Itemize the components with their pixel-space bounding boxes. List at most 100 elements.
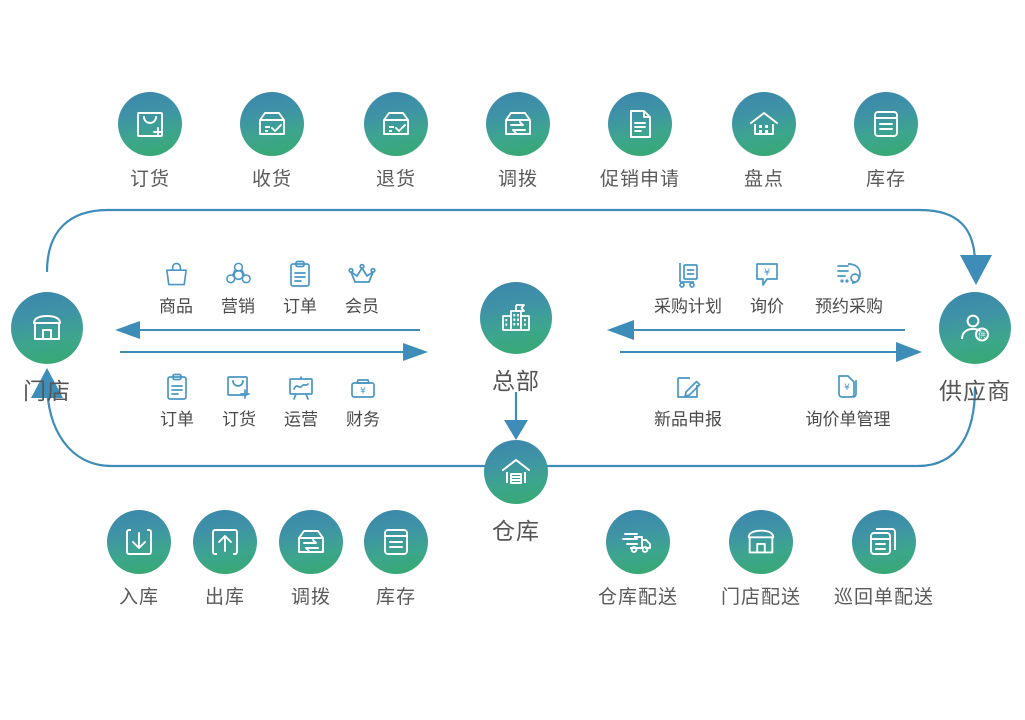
inventory-list-icon — [854, 92, 918, 156]
arrowhead-to-supplier — [960, 255, 992, 285]
truck-icon — [606, 510, 670, 574]
left-upper-item-3[interactable]: 会员 — [307, 256, 417, 317]
node-bottom-right-label-1: 门店配送 — [720, 587, 801, 608]
node-warehouse-label: 仓库 — [492, 518, 540, 544]
node-bottom-left-label-3: 库存 — [375, 587, 416, 608]
box-check-icon — [240, 92, 304, 156]
node-headquarters-label: 总部 — [492, 368, 540, 394]
box-check-icon — [364, 92, 428, 156]
warehouse-count-icon — [732, 92, 796, 156]
marketing-group-icon — [224, 256, 253, 288]
clipboard-icon — [165, 369, 189, 401]
chart-board-icon — [287, 369, 315, 401]
node-bottom-right-label-2: 巡回单配送 — [833, 587, 934, 608]
node-top-label-0: 订货 — [129, 169, 170, 190]
left-upper-arrowhead — [115, 321, 140, 339]
warehouse-icon — [484, 440, 548, 504]
left-lower-label-0: 订单 — [160, 410, 194, 429]
left-lower-label-3: 财务 — [346, 410, 380, 429]
right-upper-item-0[interactable]: 采购计划 — [633, 256, 743, 317]
office-building-icon — [480, 282, 552, 354]
node-headquarters[interactable]: 总部 — [456, 282, 576, 396]
node-bottom-right-2[interactable]: 巡回单配送 — [824, 510, 944, 609]
right-upper-label-0: 采购计划 — [654, 297, 722, 316]
node-top-3[interactable]: 调拨 — [458, 92, 578, 191]
node-supplier[interactable]: 供 供应商 — [915, 292, 1025, 406]
node-top-0[interactable]: 订货 — [90, 92, 210, 191]
price-inquiry-icon: ¥ — [754, 256, 780, 288]
right-lower-item-0[interactable]: 新品申报 — [633, 369, 743, 430]
left-upper-item-0[interactable]: 商品 — [121, 256, 231, 317]
crown-icon — [347, 256, 377, 288]
node-warehouse[interactable]: 仓库 — [456, 440, 576, 546]
node-bottom-left-label-2: 调拨 — [290, 587, 331, 608]
right-upper-arrowhead — [607, 320, 634, 340]
box-transfer-icon — [279, 510, 343, 574]
node-top-label-2: 退货 — [375, 169, 416, 190]
left-upper-label-0: 商品 — [159, 297, 193, 316]
node-bottom-left-label-0: 入库 — [118, 587, 159, 608]
node-top-4[interactable]: 促销申请 — [580, 92, 700, 191]
left-lower-item-2[interactable]: 运营 — [246, 369, 356, 430]
node-bottom-left-3[interactable]: 库存 — [336, 510, 456, 609]
shopping-bag-icon — [163, 256, 190, 288]
node-bottom-left-0[interactable]: 入库 — [79, 510, 199, 609]
svg-text:¥: ¥ — [764, 268, 770, 279]
right-upper-label-2: 预约采购 — [815, 297, 883, 316]
left-upper-item-1[interactable]: 营销 — [183, 256, 293, 317]
left-lower-arrowhead — [403, 343, 428, 361]
finance-case-icon: ¥ — [349, 369, 377, 401]
right-lower-item-1[interactable]: ¥ 询价单管理 — [793, 369, 903, 430]
node-top-label-1: 收货 — [251, 169, 292, 190]
node-top-5[interactable]: 盘点 — [704, 92, 824, 191]
right-lower-label-0: 新品申报 — [654, 410, 722, 429]
node-top-label-5: 盘点 — [743, 169, 784, 190]
svg-text:¥: ¥ — [844, 383, 850, 393]
right-upper-item-2[interactable]: 预约采购 — [794, 256, 904, 317]
node-bottom-left-label-1: 出库 — [204, 587, 245, 608]
node-top-label-4: 促销申请 — [599, 169, 680, 190]
left-upper-label-2: 订单 — [283, 297, 317, 316]
document-icon — [608, 92, 672, 156]
clipboard-icon — [288, 256, 312, 288]
node-bottom-right-1[interactable]: 门店配送 — [701, 510, 821, 609]
node-store-label: 门店 — [23, 378, 71, 404]
left-lower-item-0[interactable]: 订单 — [122, 369, 232, 430]
node-top-6[interactable]: 库存 — [826, 92, 946, 191]
left-lower-item-1[interactable]: 订货 — [184, 369, 294, 430]
arrow-down-box-icon — [107, 510, 171, 574]
storefront-icon — [11, 292, 83, 364]
node-bottom-left-2[interactable]: 调拨 — [251, 510, 371, 609]
node-top-label-6: 库存 — [865, 169, 906, 190]
quotation-sheet-icon: ¥ — [834, 369, 862, 401]
node-supplier-label: 供应商 — [939, 378, 1011, 404]
node-top-2[interactable]: 退货 — [336, 92, 456, 191]
node-bottom-right-label-0: 仓库配送 — [597, 587, 678, 608]
left-upper-label-1: 营销 — [221, 297, 255, 316]
node-top-1[interactable]: 收货 — [212, 92, 332, 191]
hq-to-warehouse-arrowhead — [504, 420, 528, 440]
storefront-icon — [729, 510, 793, 574]
supplier-person-icon: 供 — [939, 292, 1011, 364]
left-lower-item-3[interactable]: ¥ 财务 — [308, 369, 418, 430]
left-upper-label-3: 会员 — [345, 297, 379, 316]
node-top-label-3: 调拨 — [497, 169, 538, 190]
left-upper-item-2[interactable]: 订单 — [245, 256, 355, 317]
bag-plus-icon — [225, 369, 253, 401]
box-transfer-icon — [486, 92, 550, 156]
node-bottom-right-0[interactable]: 仓库配送 — [578, 510, 698, 609]
bag-plus-icon — [118, 92, 182, 156]
right-upper-label-1: 询价 — [750, 297, 784, 316]
multi-document-icon — [852, 510, 916, 574]
svg-text:¥: ¥ — [360, 387, 366, 397]
node-bottom-left-1[interactable]: 出库 — [165, 510, 285, 609]
left-lower-label-1: 订货 — [222, 410, 256, 429]
edit-note-icon — [675, 369, 701, 401]
right-lower-label-1: 询价单管理 — [805, 410, 891, 429]
right-upper-item-1[interactable]: ¥ 询价 — [712, 256, 822, 317]
node-store[interactable]: 门店 — [0, 292, 107, 406]
scheduled-purchase-icon — [834, 256, 864, 288]
arrow-up-box-icon — [193, 510, 257, 574]
svg-text:供: 供 — [978, 330, 986, 339]
